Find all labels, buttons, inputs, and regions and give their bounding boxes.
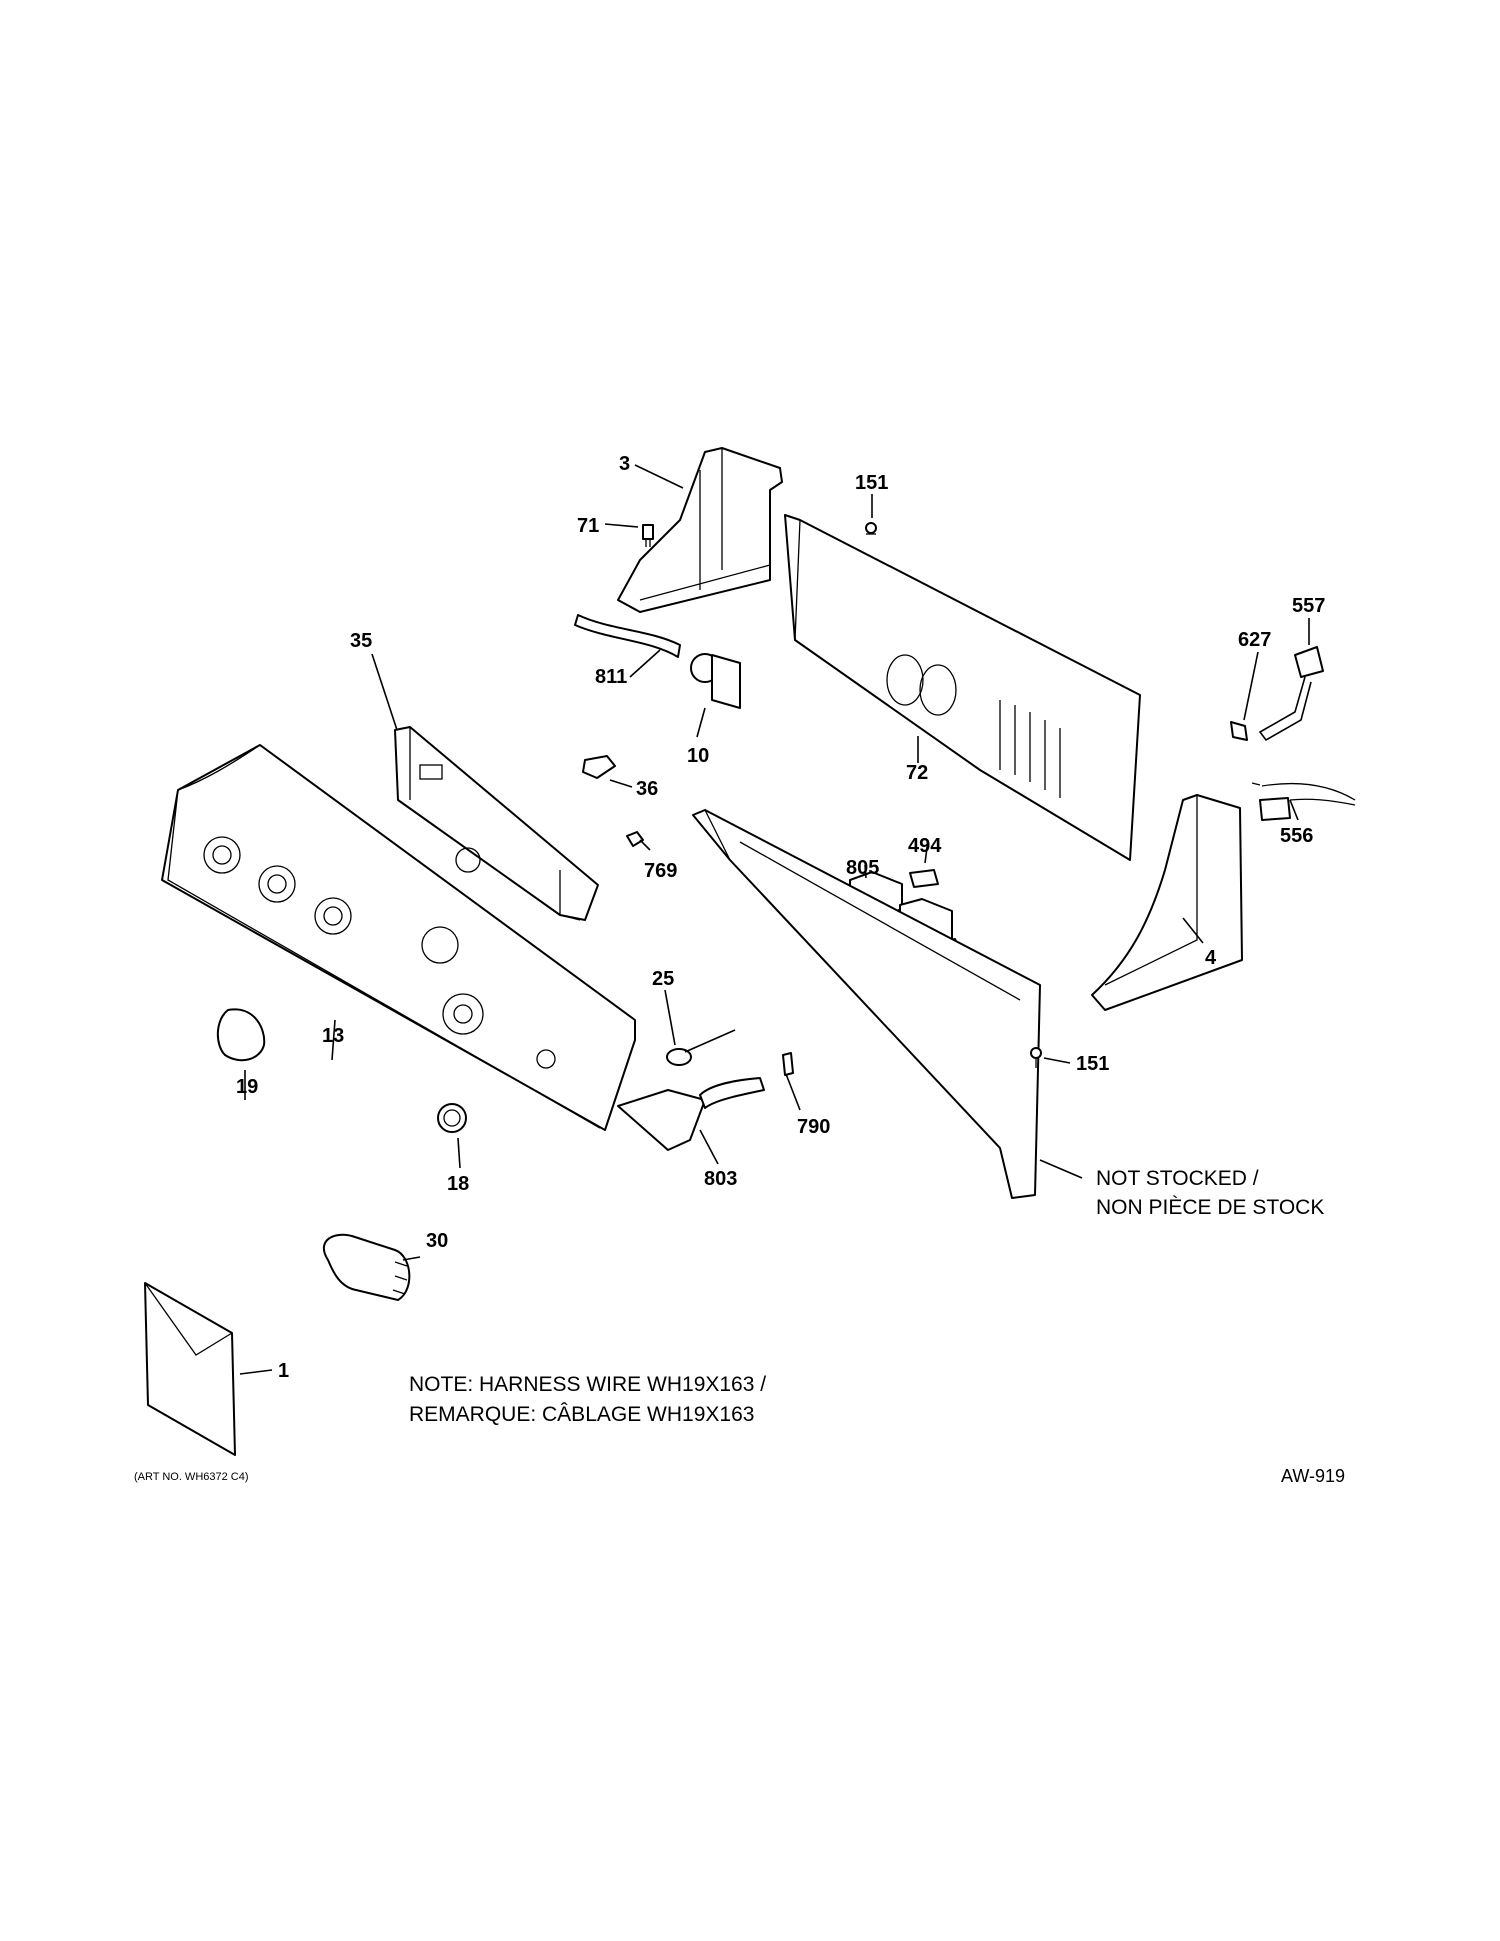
- part-1-literature: [144, 1282, 236, 1456]
- part-18-ring: [437, 1103, 467, 1133]
- part-3-endcap-left: [617, 447, 783, 613]
- callout-71: 71: [577, 515, 599, 537]
- callout-494: 494: [908, 835, 942, 857]
- callout-4: 4: [1205, 947, 1217, 969]
- callout-10: 10: [687, 745, 709, 767]
- callout-3: 3: [619, 453, 630, 475]
- part-25-pin: [666, 1029, 736, 1066]
- leader-lines: [239, 464, 1310, 1375]
- callout-13: 13: [322, 1025, 344, 1047]
- art-number: (ART NO. WH6372 C4): [134, 1471, 249, 1483]
- callout-35: 35: [350, 630, 372, 652]
- harness-note-line1: NOTE: HARNESS WIRE WH19X163 /: [409, 1373, 766, 1396]
- part-803-spring-bracket: [617, 1077, 765, 1151]
- part-13-control-panel: [161, 744, 636, 1131]
- callout-72: 72: [906, 762, 928, 784]
- part-36-bracket: [582, 755, 616, 779]
- callout-18: 18: [447, 1173, 469, 1195]
- callout-790: 790: [797, 1116, 830, 1138]
- callout-30: 30: [426, 1230, 448, 1252]
- callout-19: 19: [236, 1076, 258, 1098]
- callout-151-top: 151: [855, 472, 888, 494]
- notes: NOT STOCKED / NON PIÈCE DE STOCK NOTE: H…: [134, 1167, 1345, 1486]
- part-627-clip: [1230, 721, 1248, 741]
- part-769-clip: [626, 831, 644, 847]
- harness-note-line2: REMARQUE: CÂBLAGE WH19X163: [409, 1403, 754, 1426]
- part-494-connector: [909, 869, 939, 888]
- not-stocked-note-line2: NON PIÈCE DE STOCK: [1096, 1196, 1324, 1219]
- part-151-screw-lower: [1030, 1047, 1042, 1068]
- part-10-pressure-switch: [690, 653, 741, 709]
- part-811-hose: [574, 614, 681, 658]
- part-557-power-cord: [1258, 646, 1324, 742]
- callout-labels: 3 71 151 557 627 811 35 10 72 36 494 556…: [236, 453, 1325, 1382]
- part-71-screw: [642, 524, 654, 547]
- rail-not-stocked: [692, 809, 1041, 1199]
- part-19-knob: [216, 1008, 266, 1062]
- callout-769: 769: [644, 860, 677, 882]
- callout-1: 1: [278, 1360, 289, 1382]
- callout-557: 557: [1292, 595, 1325, 617]
- callout-556: 556: [1280, 825, 1313, 847]
- callout-627: 627: [1238, 629, 1271, 651]
- drawing-id: AW-919: [1281, 1466, 1345, 1486]
- callout-811: 811: [595, 666, 627, 688]
- callout-805: 805: [846, 857, 879, 879]
- part-556-harness: [1251, 782, 1356, 821]
- part-4-endcap-right: [1091, 794, 1243, 1011]
- part-30-capacitor: [322, 1233, 411, 1301]
- not-stocked-note-line1: NOT STOCKED /: [1096, 1167, 1259, 1190]
- part-151-screw-top: [865, 522, 877, 535]
- callout-25: 25: [652, 968, 674, 990]
- callout-151-lower: 151: [1076, 1053, 1109, 1075]
- callout-803: 803: [704, 1168, 737, 1190]
- part-35-control-board: [394, 726, 599, 921]
- part-790-clip: [782, 1052, 794, 1076]
- part-72-rear-panel: [784, 514, 1141, 861]
- callout-36: 36: [636, 778, 658, 800]
